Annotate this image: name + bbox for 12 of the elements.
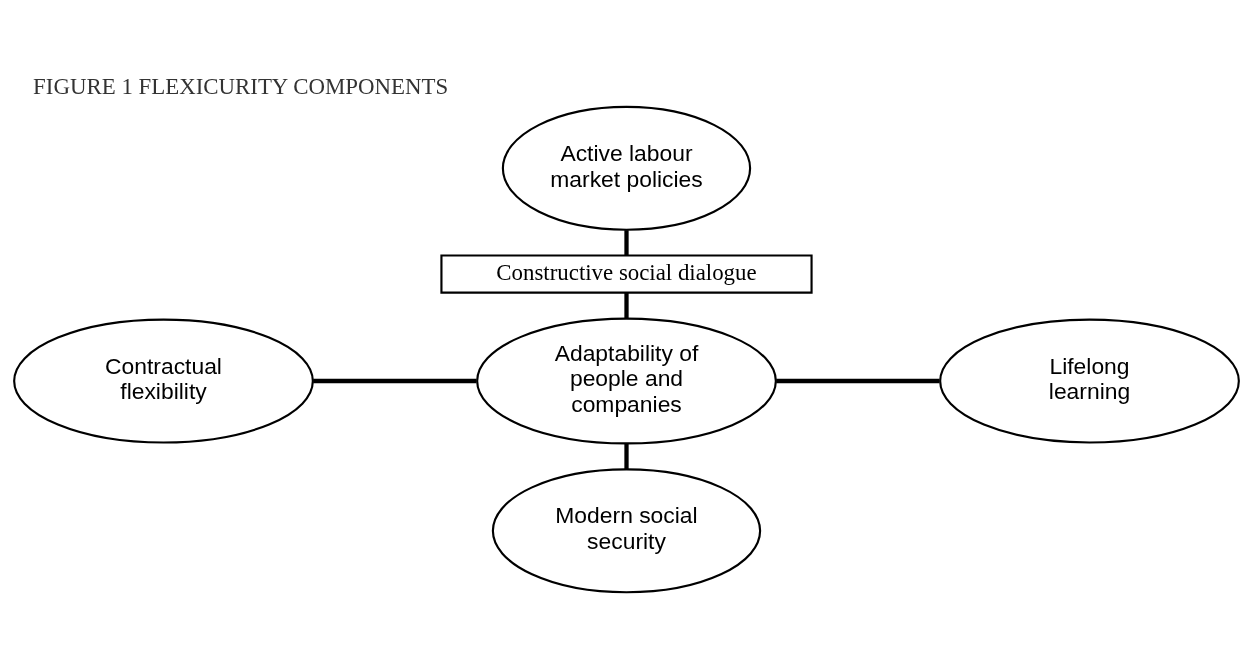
node-box: Constructive social dialogue [440,253,813,294]
node-ellipse: Adaptability of people and companies [476,317,777,444]
diagram-title: FIGURE 1 FLEXICURITY COMPONENTS [33,73,449,99]
node-ellipse: Active labour market policies [501,105,752,231]
node-ellipse: Contractual flexibility [13,318,314,444]
connector [624,229,629,255]
connector [624,443,629,469]
connector [624,292,629,318]
node-ellipse: Modern social security [491,467,762,593]
connector [313,378,477,383]
connector [776,378,940,383]
node-ellipse: Lifelong learning [939,318,1240,444]
